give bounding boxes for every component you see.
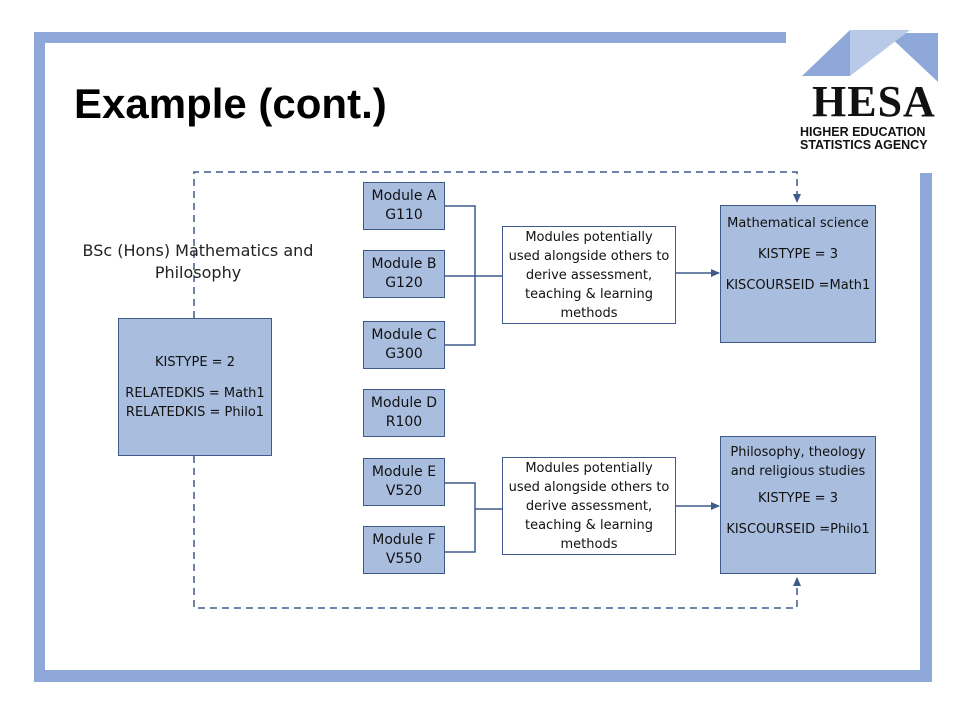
- math-kis-courseid: KISCOURSEID =Math1: [725, 278, 871, 293]
- module-b-code: G120: [385, 275, 423, 291]
- module-c-box: Module C G300: [363, 321, 445, 369]
- bracket-top: [444, 205, 502, 346]
- module-a-box: Module A G110: [363, 182, 445, 230]
- dashed-link-top: [193, 171, 801, 318]
- module-f-box: Module F V550: [363, 526, 445, 574]
- logo-subtitle-line1: HIGHER EDUCATION: [800, 125, 926, 139]
- logo-wordmark: HESA: [812, 77, 936, 126]
- philo-kis-title-line1: Philosophy, theology: [730, 445, 866, 460]
- usage-top-line1: Modules potentially: [525, 229, 653, 245]
- course-related-philo: RELATEDKIS = Philo1: [125, 404, 265, 420]
- usage-top-line5: methods: [560, 305, 618, 321]
- usage-box-top: Modules potentially used alongside other…: [502, 226, 676, 324]
- module-e-code: V520: [385, 483, 423, 499]
- usage-bottom-line1: Modules potentially: [525, 460, 653, 476]
- logo-subtitle-line2: STATISTICS AGENCY: [800, 138, 928, 152]
- philo-kis-title-line2: and religious studies: [730, 464, 866, 479]
- math-kis-title: Mathematical science: [727, 216, 869, 231]
- module-c-code: G300: [385, 346, 423, 362]
- module-e-name: Module E: [371, 464, 437, 480]
- usage-bottom-line2: used alongside others to: [508, 479, 670, 495]
- philo-kis-box: Philosophy, theology and religious studi…: [720, 436, 876, 574]
- course-kistype: KISTYPE = 2: [155, 354, 235, 370]
- usage-bottom-line4: teaching & learning: [525, 517, 653, 533]
- usage-box-bottom: Modules potentially used alongside other…: [502, 457, 676, 555]
- course-kis-box: KISTYPE = 2 RELATEDKIS = Math1 RELATEDKI…: [118, 318, 272, 456]
- course-title: BSc (Hons) Mathematics and Philosophy: [82, 241, 314, 282]
- bracket-bottom: [444, 482, 502, 553]
- module-f-code: V550: [385, 551, 423, 567]
- module-e-box: Module E V520: [363, 458, 445, 506]
- page-title: Example (cont.): [74, 80, 387, 127]
- module-c-name: Module C: [371, 327, 437, 343]
- dashed-link-bottom: [193, 456, 801, 609]
- usage-top-line4: teaching & learning: [525, 286, 653, 302]
- usage-bottom-line3: derive assessment,: [525, 498, 653, 514]
- usage-top-line2: used alongside others to: [508, 248, 670, 264]
- math-kis-box: Mathematical science KISTYPE = 3 KISCOUR…: [720, 205, 876, 343]
- hesa-logo: [790, 30, 940, 155]
- course-related-math: RELATEDKIS = Math1: [125, 385, 265, 401]
- logo-subtitle: HIGHER EDUCATION STATISTICS AGENCY: [800, 126, 928, 152]
- module-d-name: Module D: [370, 395, 438, 411]
- logo-triangles-icon: [802, 30, 938, 82]
- module-b-name: Module B: [371, 256, 437, 272]
- module-d-box: Module D R100: [363, 389, 445, 437]
- module-a-code: G110: [385, 207, 423, 223]
- module-a-name: Module A: [371, 188, 437, 204]
- math-kis-type: KISTYPE = 3: [758, 247, 838, 262]
- usage-top-line3: derive assessment,: [525, 267, 653, 283]
- philo-kis-type: KISTYPE = 3: [758, 491, 838, 506]
- module-b-box: Module B G120: [363, 250, 445, 298]
- module-f-name: Module F: [372, 532, 436, 548]
- module-d-code: R100: [385, 414, 423, 430]
- usage-bottom-line5: methods: [560, 536, 618, 552]
- philo-kis-courseid: KISCOURSEID =Philo1: [726, 522, 870, 537]
